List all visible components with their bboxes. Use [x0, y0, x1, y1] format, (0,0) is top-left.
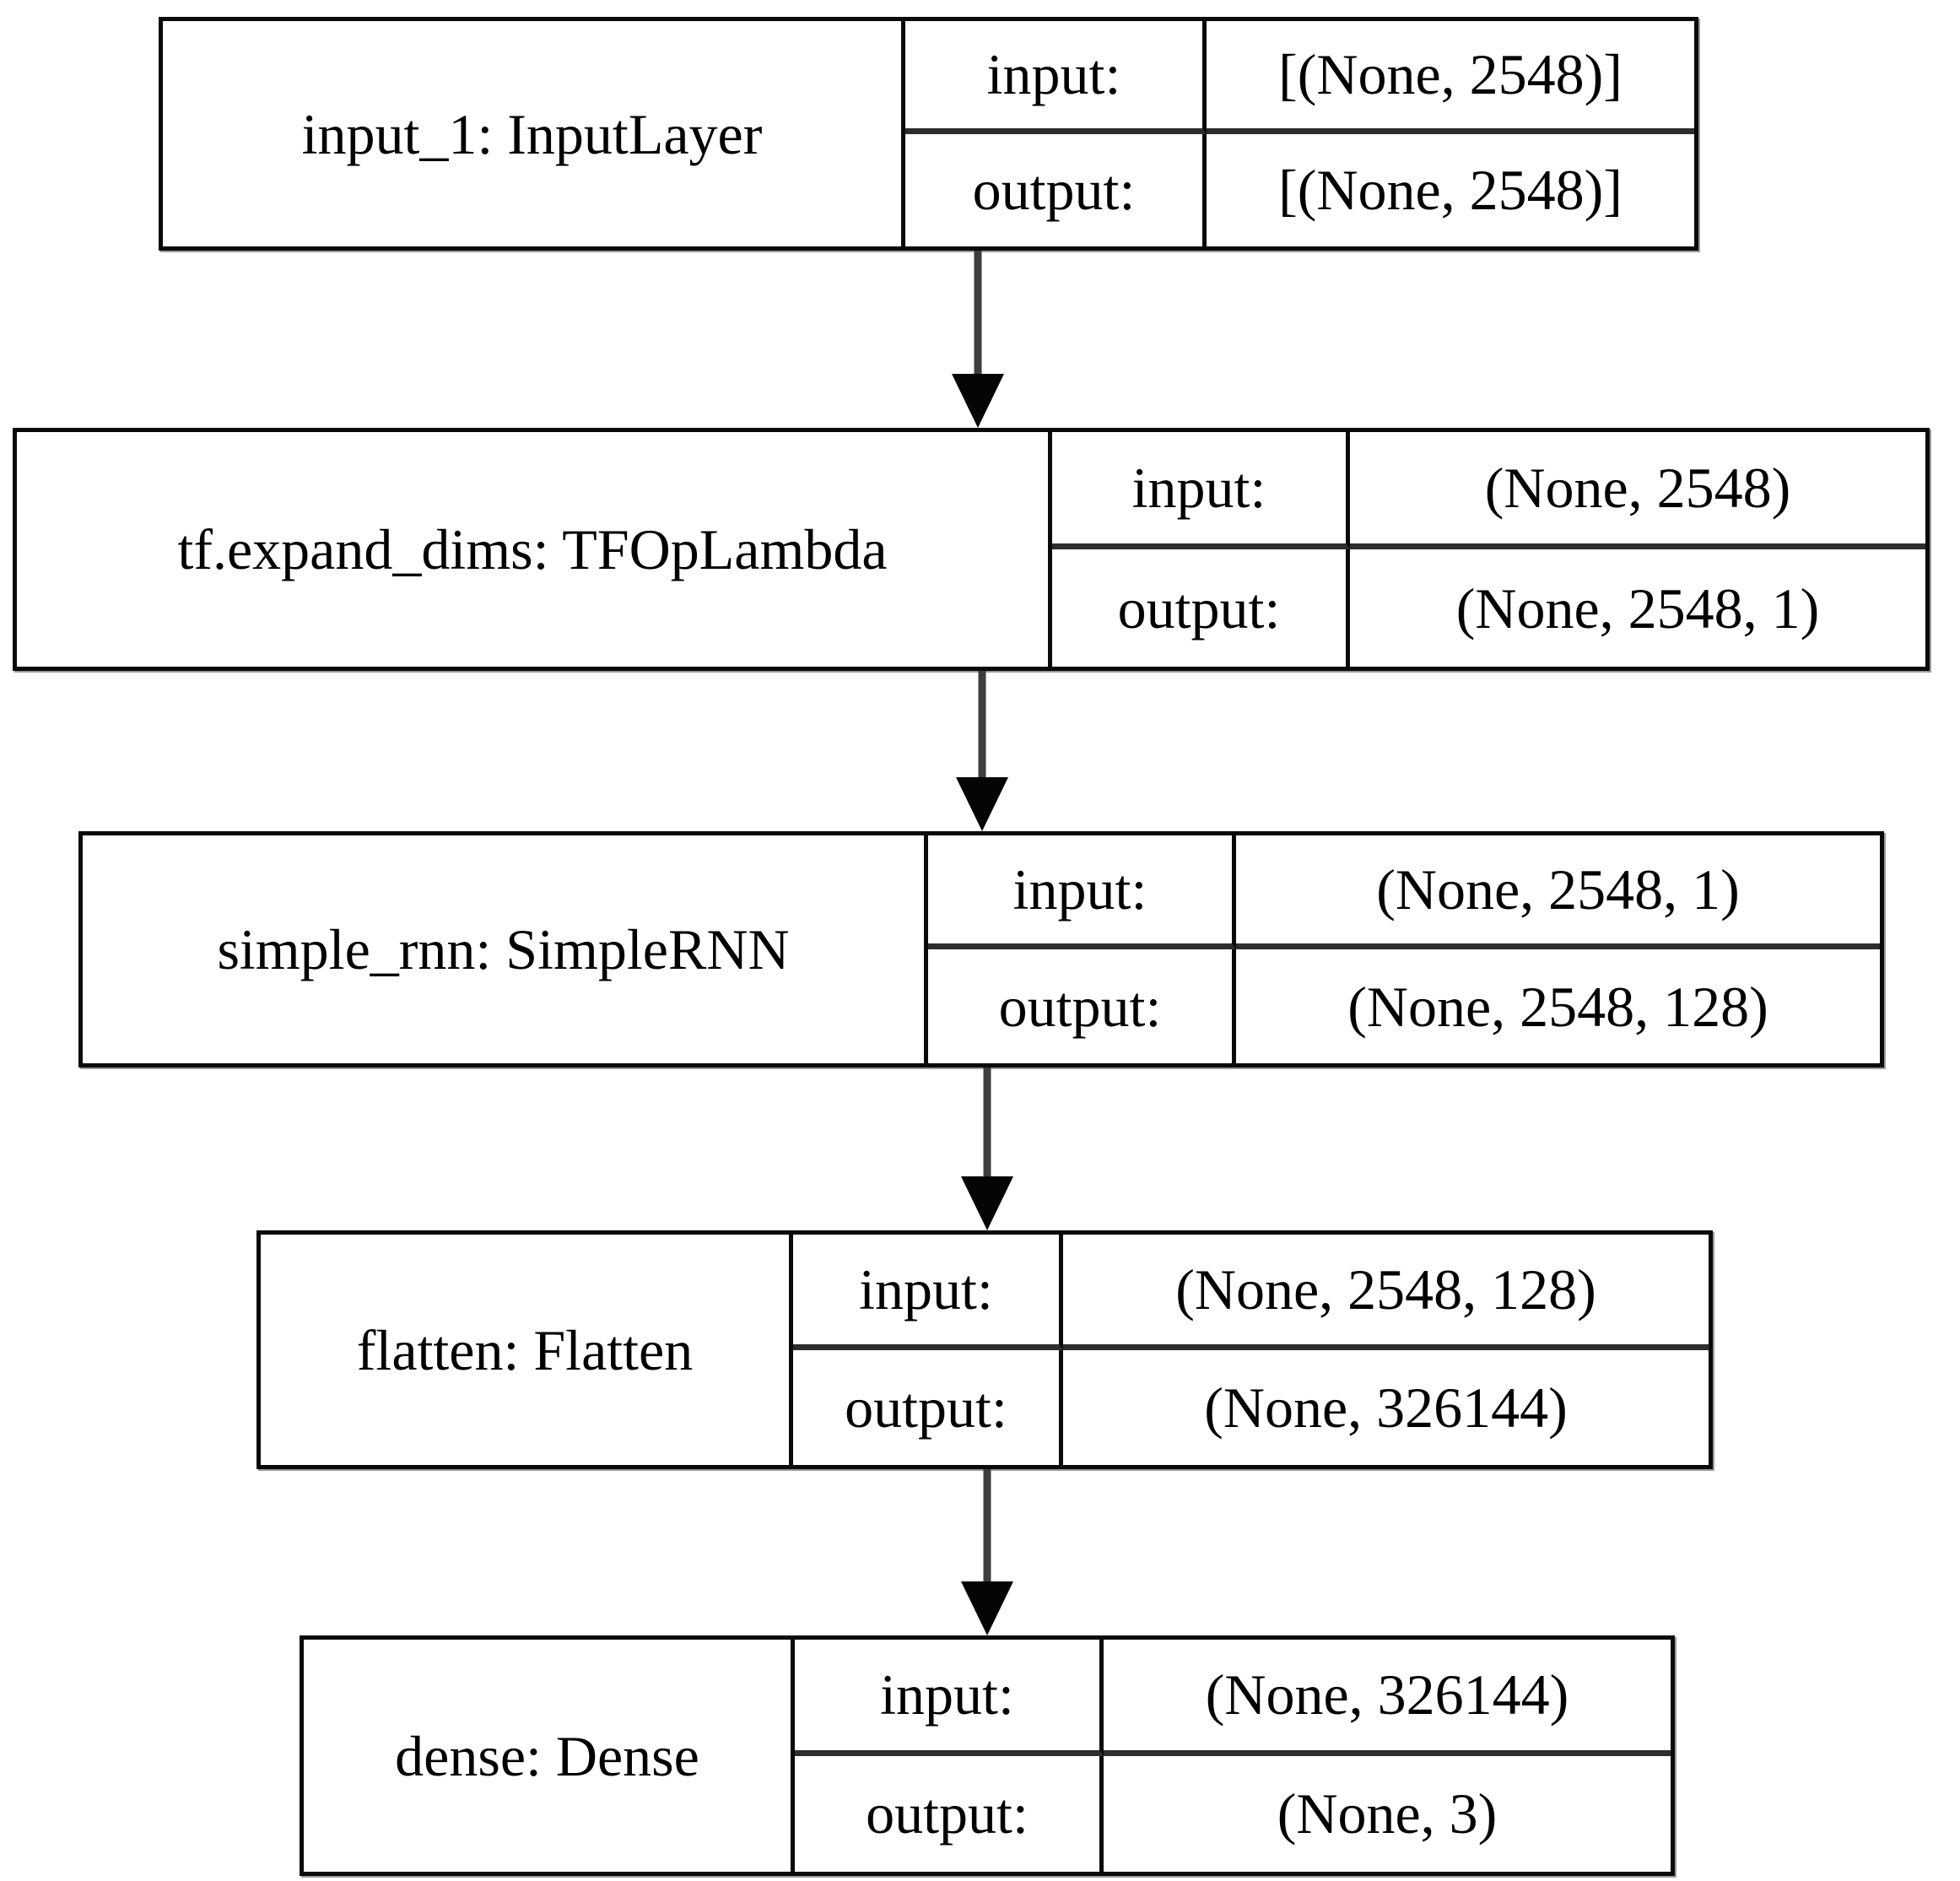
output-label: output: — [928, 949, 1236, 1063]
output-shape: (None, 2548, 1) — [1455, 576, 1820, 641]
layer-name: simple_rnn: SimpleRNN — [83, 835, 928, 1063]
arrow-head — [961, 1176, 1013, 1230]
output-label: output: — [795, 1755, 1104, 1872]
input-shape: (None, 2548, 1) — [1236, 835, 1880, 949]
output-shape: [(None, 2548)] — [1278, 158, 1623, 223]
input-label: input: — [928, 835, 1236, 949]
input-shape: [(None, 2548)] — [1207, 21, 1694, 134]
input-shape: (None, 2548) — [1350, 432, 1925, 549]
output-shape: (None, 326144) — [1204, 1375, 1568, 1440]
input-label: input: — [795, 1640, 1104, 1756]
node-dense: dense: Dense input: (None, 326144) outpu… — [300, 1635, 1675, 1876]
arrow-stem — [983, 1469, 991, 1586]
arrow-flatten-to-dense — [961, 1469, 1013, 1635]
arrow-stem — [983, 1068, 991, 1181]
output-shape: (None, 2548, 128) — [1347, 974, 1768, 1039]
arrow-tf-expand-dims-to-simple-rnn — [956, 671, 1008, 831]
input-shape: (None, 326144) — [1104, 1640, 1671, 1756]
arrow-head — [961, 1581, 1013, 1635]
layer-name: dense: Dense — [304, 1640, 795, 1872]
output-label: output: — [793, 1349, 1063, 1465]
arrow-simple-rnn-to-flatten — [961, 1068, 1013, 1230]
node-simple-rnn: simple_rnn: SimpleRNN input: (None, 2548… — [78, 831, 1884, 1068]
arrow-head — [952, 374, 1004, 428]
layer-name: input_1: InputLayer — [163, 21, 905, 246]
node-flatten: flatten: Flatten input: (None, 2548, 128… — [256, 1230, 1713, 1469]
input-label: input: — [905, 21, 1207, 134]
input-label: input: — [793, 1235, 1063, 1350]
node-input-1: input_1: InputLayer input: [(None, 2548)… — [159, 17, 1698, 251]
layer-name: tf.expand_dims: TFOpLambda — [17, 432, 1052, 667]
output-shape: (None, 3) — [1277, 1781, 1498, 1846]
arrow-stem — [978, 671, 986, 782]
layer-name: flatten: Flatten — [261, 1235, 793, 1465]
output-label: output: — [905, 133, 1207, 246]
input-label: input: — [1052, 432, 1350, 549]
output-label: output: — [1052, 549, 1350, 667]
input-shape: (None, 2548, 128) — [1063, 1235, 1709, 1350]
arrow-stem — [974, 251, 982, 379]
arrow-head — [956, 777, 1008, 831]
node-tf-expand-dims: tf.expand_dims: TFOpLambda input: (None,… — [13, 428, 1930, 671]
arrow-input-1-to-tf-expand-dims — [952, 251, 1004, 428]
